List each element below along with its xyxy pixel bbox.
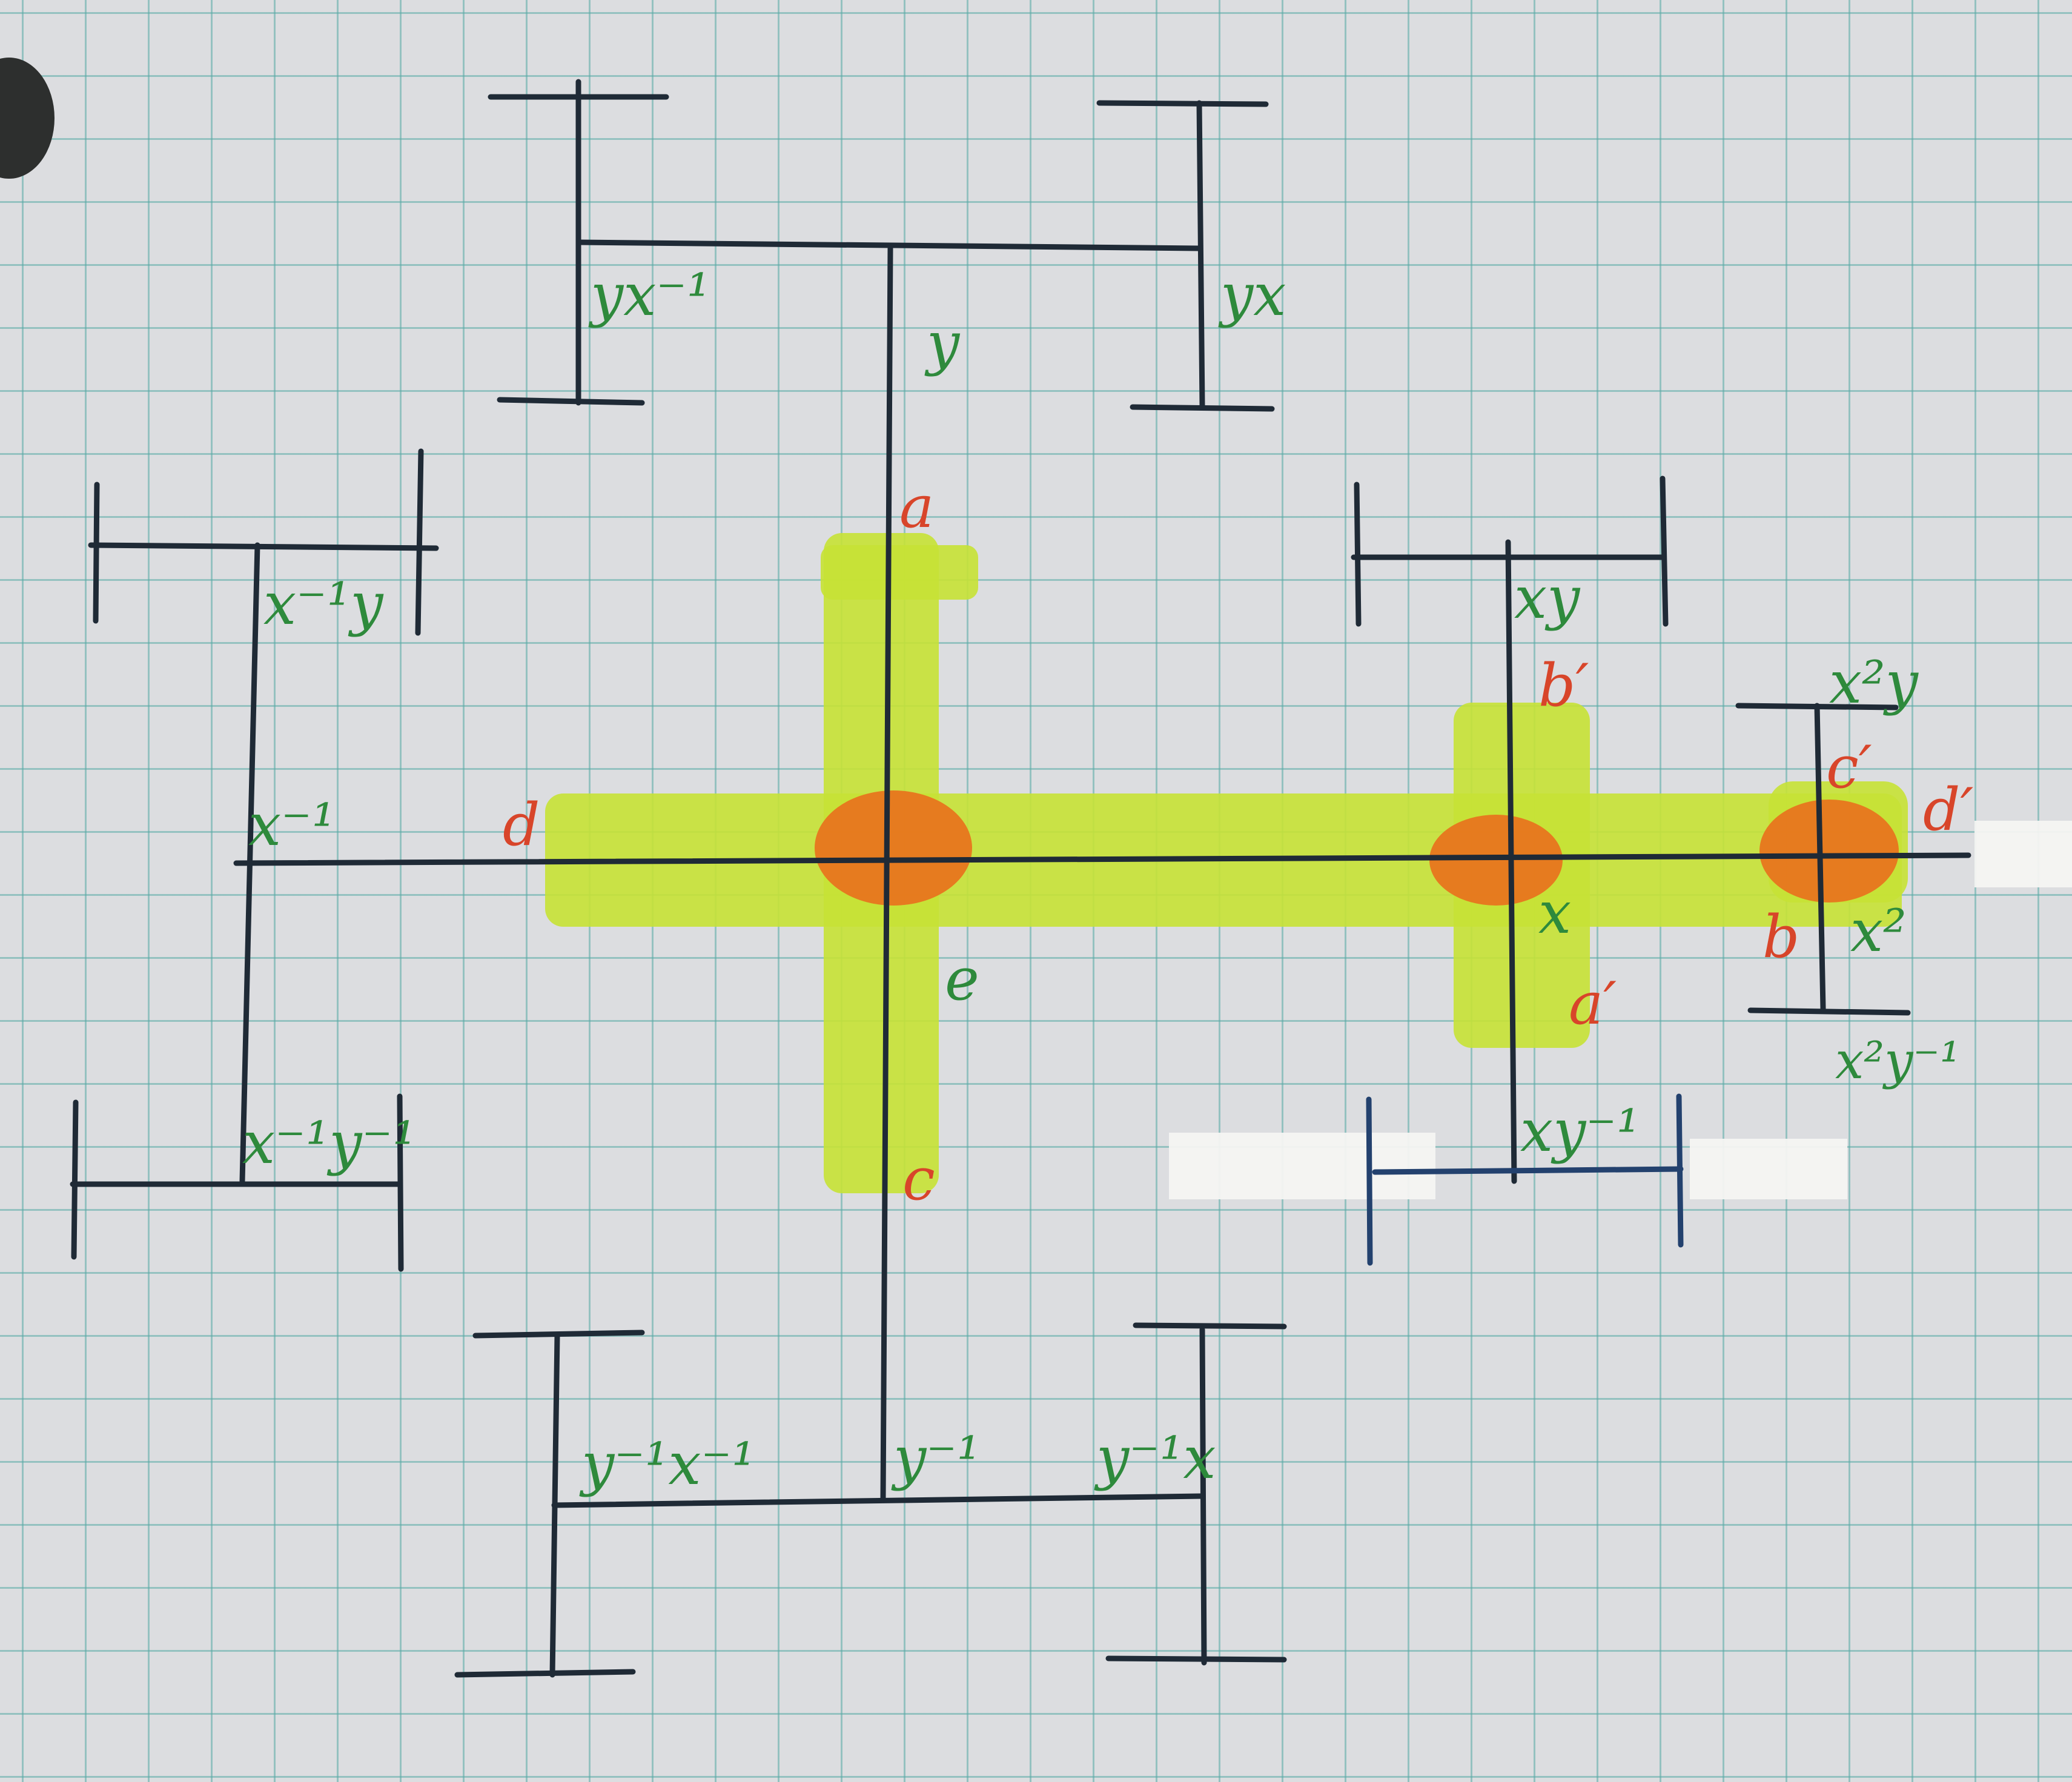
tape-pieces <box>1169 821 2072 1199</box>
edge-left-lower-cap-left <box>71 1099 79 1260</box>
edge-left-upper-cap-right <box>415 448 424 636</box>
edge-right-upper-cap-left <box>1354 482 1362 627</box>
label-x-squared-y-inverse: x²y⁻¹ <box>1835 1031 1961 1090</box>
label-yx-inverse: yx⁻¹ <box>588 261 710 329</box>
marker-d-prime: d′ <box>1923 776 1973 844</box>
edge-left-upper-cap-left <box>93 482 100 624</box>
edge-right-lower-cap-left <box>1366 1096 1373 1266</box>
highlight-dot-x2 <box>1759 800 1899 903</box>
edge-bottom-right-cap-upper <box>1133 1322 1287 1330</box>
edge-top-right-cap-upper <box>1096 100 1269 107</box>
edge-vertical-main <box>880 245 893 1502</box>
edge-far-right-cap-lower <box>1747 1007 1911 1016</box>
edge-top-right-cap-lower <box>1130 404 1275 412</box>
label-y-inverse-x: y⁻¹x <box>1094 1424 1216 1492</box>
edge-bottom-left-cap-lower <box>454 1669 636 1678</box>
highlight-dot-e <box>815 790 972 906</box>
marker-a: a <box>899 473 934 541</box>
edge-right-upper-cap-right <box>1660 475 1669 627</box>
edge-horizontal-main <box>233 852 1971 866</box>
highlight-top-tab <box>821 545 978 600</box>
edge-left-lower-cap-right <box>397 1093 404 1272</box>
edge-bottom-right-cap-lower <box>1105 1655 1287 1663</box>
marker-c-prime: c′ <box>1826 734 1872 801</box>
marker-b-prime: b′ <box>1538 652 1589 720</box>
edge-right-vertical <box>1505 539 1517 1184</box>
orange-highlight <box>815 790 1899 906</box>
marker-d: d <box>503 791 540 859</box>
label-yx: yx <box>1218 261 1286 329</box>
label-y-inverse-x-inverse: y⁻¹x⁻¹ <box>579 1430 755 1498</box>
edge-right-lower-cap-right <box>1676 1093 1684 1248</box>
label-xy: xy <box>1514 564 1581 632</box>
marker-c: c <box>902 1145 935 1213</box>
label-x-squared-y: x²y <box>1829 649 1919 717</box>
edge-top-left-cap-lower <box>497 397 645 406</box>
edge-far-right-vertical <box>1814 703 1826 1012</box>
label-x-inverse-y-inverse: x⁻¹y⁻¹ <box>242 1109 416 1177</box>
label-y: y <box>924 310 961 377</box>
tape-right <box>1690 1139 1847 1199</box>
label-y-inverse: y⁻¹ <box>891 1424 980 1492</box>
edge-left-upper-horizontal <box>88 542 439 551</box>
edge-bottom-horizontal <box>551 1493 1205 1508</box>
graph-edges <box>70 79 1971 1678</box>
edge-right-lower-horizontal <box>1372 1166 1684 1175</box>
tape-left <box>1169 1133 1435 1199</box>
edge-top-horizontal <box>575 239 1202 251</box>
edge-left-vertical <box>239 542 260 1184</box>
edge-bottom-left-vertical <box>549 1333 560 1678</box>
label-x-inverse-y: x⁻¹y <box>263 570 384 638</box>
tape-edge <box>1974 821 2072 887</box>
label-x-squared: x² <box>1850 897 1907 965</box>
label-x-inverse: x⁻¹ <box>248 791 335 859</box>
marker-a-prime: a′ <box>1569 970 1617 1038</box>
label-identity-e: e <box>945 946 979 1013</box>
edge-far-right-cap-upper <box>1735 703 1899 710</box>
label-xy-inverse: xy⁻¹ <box>1520 1097 1640 1165</box>
marker-b: b <box>1763 903 1799 971</box>
end-markers: a c d b′ a′ c′ d′ b <box>503 473 1973 1213</box>
edge-top-right-vertical <box>1196 100 1205 409</box>
edge-bottom-left-cap-upper <box>472 1330 645 1339</box>
label-x: x <box>1538 879 1571 947</box>
edge-bottom-right-vertical <box>1199 1327 1207 1666</box>
vertex-labels: y yx⁻¹ yx x⁻¹y x⁻¹ x⁻¹y⁻¹ e x xy x²y x² … <box>242 261 1961 1498</box>
